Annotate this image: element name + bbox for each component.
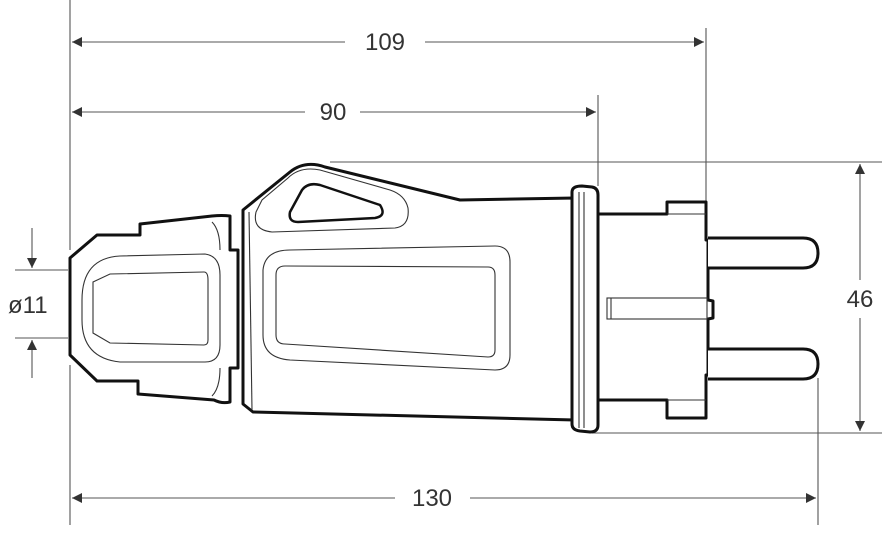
extension-lines xyxy=(15,0,882,525)
dimension-label-130: 130 xyxy=(412,485,452,512)
earth-contact-slot xyxy=(606,297,708,320)
dimension-46: 46 xyxy=(847,164,874,431)
dimension-109: 109 xyxy=(72,29,704,56)
dimension-label-diameter: ø11 xyxy=(8,292,48,319)
flange xyxy=(570,184,600,434)
cable-nozzle xyxy=(68,214,240,405)
plug-head xyxy=(596,200,715,420)
dimension-90: 90 xyxy=(72,99,596,126)
dimension-diameter-11: ø11 xyxy=(8,228,48,378)
dimension-label-90: 90 xyxy=(320,99,347,126)
pin-top xyxy=(708,236,820,270)
dimension-label-109: 109 xyxy=(365,29,405,56)
plug-pins xyxy=(708,236,820,381)
pin-bottom xyxy=(708,347,820,381)
dimension-label-46: 46 xyxy=(847,286,874,313)
dimension-130: 130 xyxy=(72,485,816,512)
plug-body xyxy=(241,162,577,422)
